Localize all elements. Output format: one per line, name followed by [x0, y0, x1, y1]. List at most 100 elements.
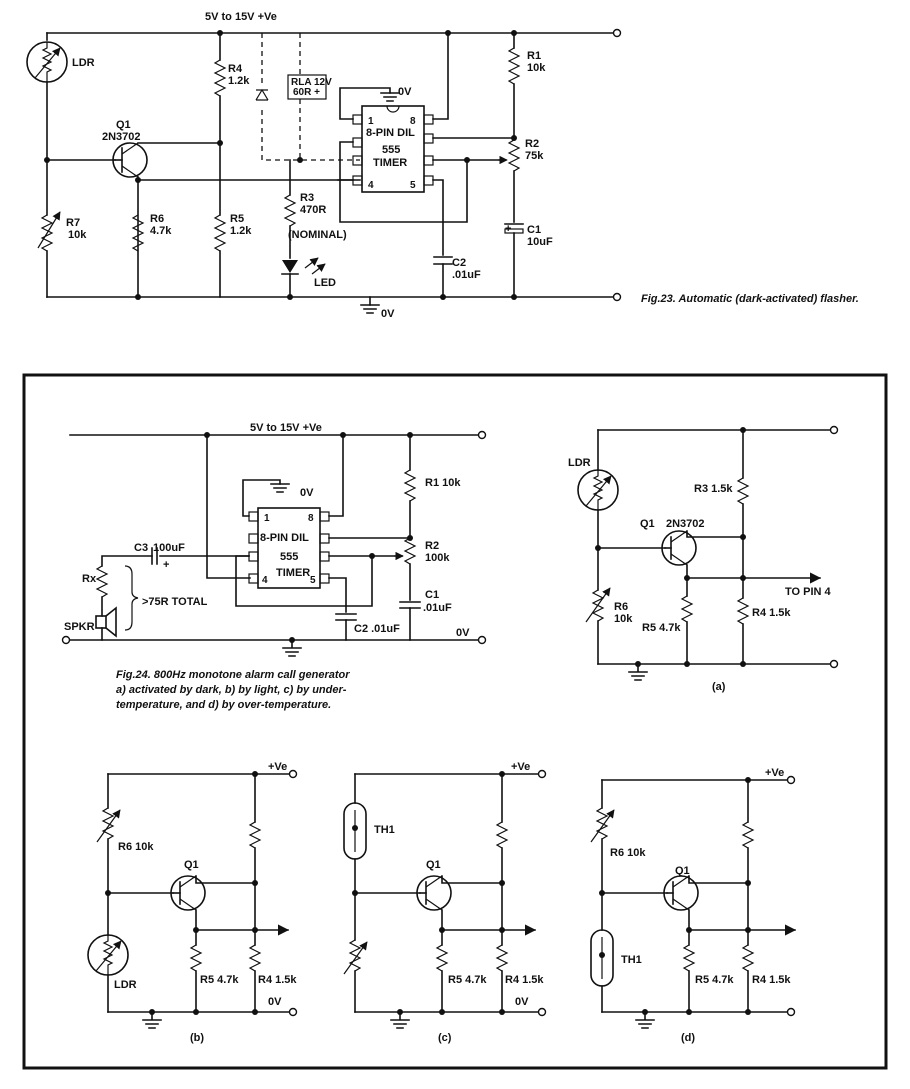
fig23-c1-label: C1 [527, 224, 541, 236]
sub-c-r4-label: R4 1.5k [505, 974, 544, 986]
fig23-pin4-label: 4 [368, 180, 374, 191]
fig24-chip-555: 555 [280, 551, 298, 563]
sub-a-q1-type: 2N3702 [666, 518, 705, 530]
fig23-r5-label: R5 [230, 213, 244, 225]
sub-c-thermistor [343, 802, 367, 860]
fig24-frame [22, 373, 888, 1070]
sub-c-th1-label: TH1 [374, 824, 395, 836]
fig23-r6-label: R6 [150, 213, 164, 225]
fig23-r1-resistor [507, 47, 521, 85]
fig24-caption-line1: Fig.24. 800Hz monotone alarm call genera… [116, 669, 350, 681]
sub-a-r6-value: 10k [614, 613, 633, 625]
fig24-r1-label: R1 10k [425, 477, 461, 489]
sub-a-to-pin-label: TO PIN 4 [785, 586, 832, 598]
fig23-r2-resistor [498, 139, 521, 172]
fig23-chip-555: 555 [382, 144, 400, 156]
fig23-r1-value: 10k [527, 62, 546, 74]
sub-c-ground-label: 0V [515, 996, 529, 1008]
fig23-r6-value: 4.7k [150, 225, 172, 237]
fig24-total-label: >75R TOTAL [142, 596, 208, 608]
fig23-q1-transistor [112, 142, 148, 178]
sub-d-thermistor [590, 929, 614, 987]
sub-d-r4-label: R4 1.5k [752, 974, 791, 986]
sub-b-tag: (b) [190, 1032, 204, 1044]
sub-d-r6-label: R6 10k [610, 847, 646, 859]
fig24-c3-plus: + [163, 559, 169, 571]
sub-c-r5-label: R5 4.7k [448, 974, 487, 986]
sub-d-circuit: +Ve R6 10k TH1 Q1 R5 4.7k [590, 767, 797, 1044]
fig24-caption-line3: temperature, and d) by over-temperature. [116, 699, 331, 711]
fig23-pin1-label: 1 [368, 116, 374, 127]
fig23-r5-value: 1.2k [230, 225, 252, 237]
fig23-relay-value: 60R + [293, 87, 320, 98]
fig24-c1-value: .01uF [423, 602, 452, 614]
fig23-relay-label: RLA 12V [291, 77, 332, 88]
fig23-r4-value: 1.2k [228, 75, 250, 87]
fig24-c2-label: C2 .01uF [354, 623, 400, 635]
sub-a-ldr-label: LDR [568, 457, 591, 469]
sub-d-tag: (d) [681, 1032, 695, 1044]
sub-b-r4-label: R4 1.5k [258, 974, 297, 986]
sub-b-r6-label: R6 10k [118, 841, 154, 853]
sub-b-ground-label: 0V [268, 996, 282, 1008]
fig23-r3-label: R3 [300, 192, 314, 204]
fig23-c1-value: 10uF [527, 236, 553, 248]
fig23-r4-label: R4 [228, 63, 243, 75]
sub-c-circuit: +Ve 0V TH1 Q1 R5 4.7k [343, 761, 547, 1044]
sub-b-supply-label: +Ve [268, 761, 287, 773]
sub-a-r4-label: R4 1.5k [752, 607, 791, 619]
fig24-c1-label: C1 [425, 589, 439, 601]
fig23-ldr [26, 41, 68, 83]
fig23-led [281, 257, 326, 275]
fig23-r7-pot [37, 211, 61, 252]
fig23-r2-label: R2 [525, 138, 539, 150]
fig24-supply-label: 5V to 15V +Ve [250, 422, 322, 434]
fig24-speaker-label: SPKR [64, 621, 95, 633]
fig23-r5-resistor [213, 214, 227, 252]
fig24-pin5-label: 5 [310, 575, 316, 586]
sub-a-r5-label: R5 4.7k [642, 622, 681, 634]
fig23-chip-timer: TIMER [373, 157, 407, 169]
fig23-r1-label: R1 [527, 50, 541, 62]
fig24-c3-label: C3 [134, 542, 148, 554]
fig23-r7-label: R7 [66, 217, 80, 229]
fig23-ground-label: 0V [381, 308, 395, 320]
sub-d-supply-label: +Ve [765, 767, 784, 779]
fig24-pin8-label: 8 [308, 513, 314, 524]
fig23-r7-value: 10k [68, 229, 87, 241]
sub-b-ldr-label: LDR [114, 979, 137, 991]
fig23-supply-terminal [612, 28, 622, 38]
fig24-chip-ground-label: 0V [300, 487, 314, 499]
fig23-q1-type: 2N3702 [102, 131, 141, 143]
fig24-pin4-label: 4 [262, 575, 268, 586]
fig24-chip-package: 8-PIN DIL [260, 532, 309, 544]
fig24-caption-line2: a) activated by dark, b) by light, c) by… [116, 684, 347, 696]
fig23-led-label: LED [314, 277, 336, 289]
fig23-r4-resistor [213, 59, 227, 97]
fig23-r2-value: 75k [525, 150, 544, 162]
fig23-q1-label: Q1 [116, 119, 131, 131]
sub-d-th1-label: TH1 [621, 954, 642, 966]
fig24-chip-timer: TIMER [276, 567, 310, 579]
fig23-c2-label: C2 [452, 257, 466, 269]
fig24-rx-label: Rx [82, 573, 97, 585]
fig23-pin8-label: 8 [410, 116, 416, 127]
fig24-ground-label: 0V [456, 627, 470, 639]
sub-d-r5-label: R5 4.7k [695, 974, 734, 986]
sub-c-tag: (c) [438, 1032, 452, 1044]
sub-a-r6-label: R6 [614, 601, 628, 613]
sub-a-r3-label: R3 1.5k [694, 483, 733, 495]
fig23-c2-capacitor [433, 256, 453, 265]
sub-a-circuit: LDR R6 10k Q1 2N3702 TO PIN 4 R5 4.7k R3… [568, 425, 839, 693]
fig23-r3-value: 470R [300, 204, 326, 216]
sub-d-q1-label: Q1 [675, 865, 690, 877]
fig24-c3-value: 100uF [153, 542, 185, 554]
sub-c-q1-label: Q1 [426, 859, 441, 871]
fig24-circuit: 5V to 15V +Ve 0V 1 8 4 5 8-PIN DIL 555 T… [61, 422, 487, 711]
sub-b-r5-label: R5 4.7k [200, 974, 239, 986]
fig23-pin5-label: 5 [410, 180, 416, 191]
fig23-c2-value: .01uF [452, 269, 481, 281]
sub-b-q1-label: Q1 [184, 859, 199, 871]
fig24-r2-value: 100k [425, 552, 450, 564]
